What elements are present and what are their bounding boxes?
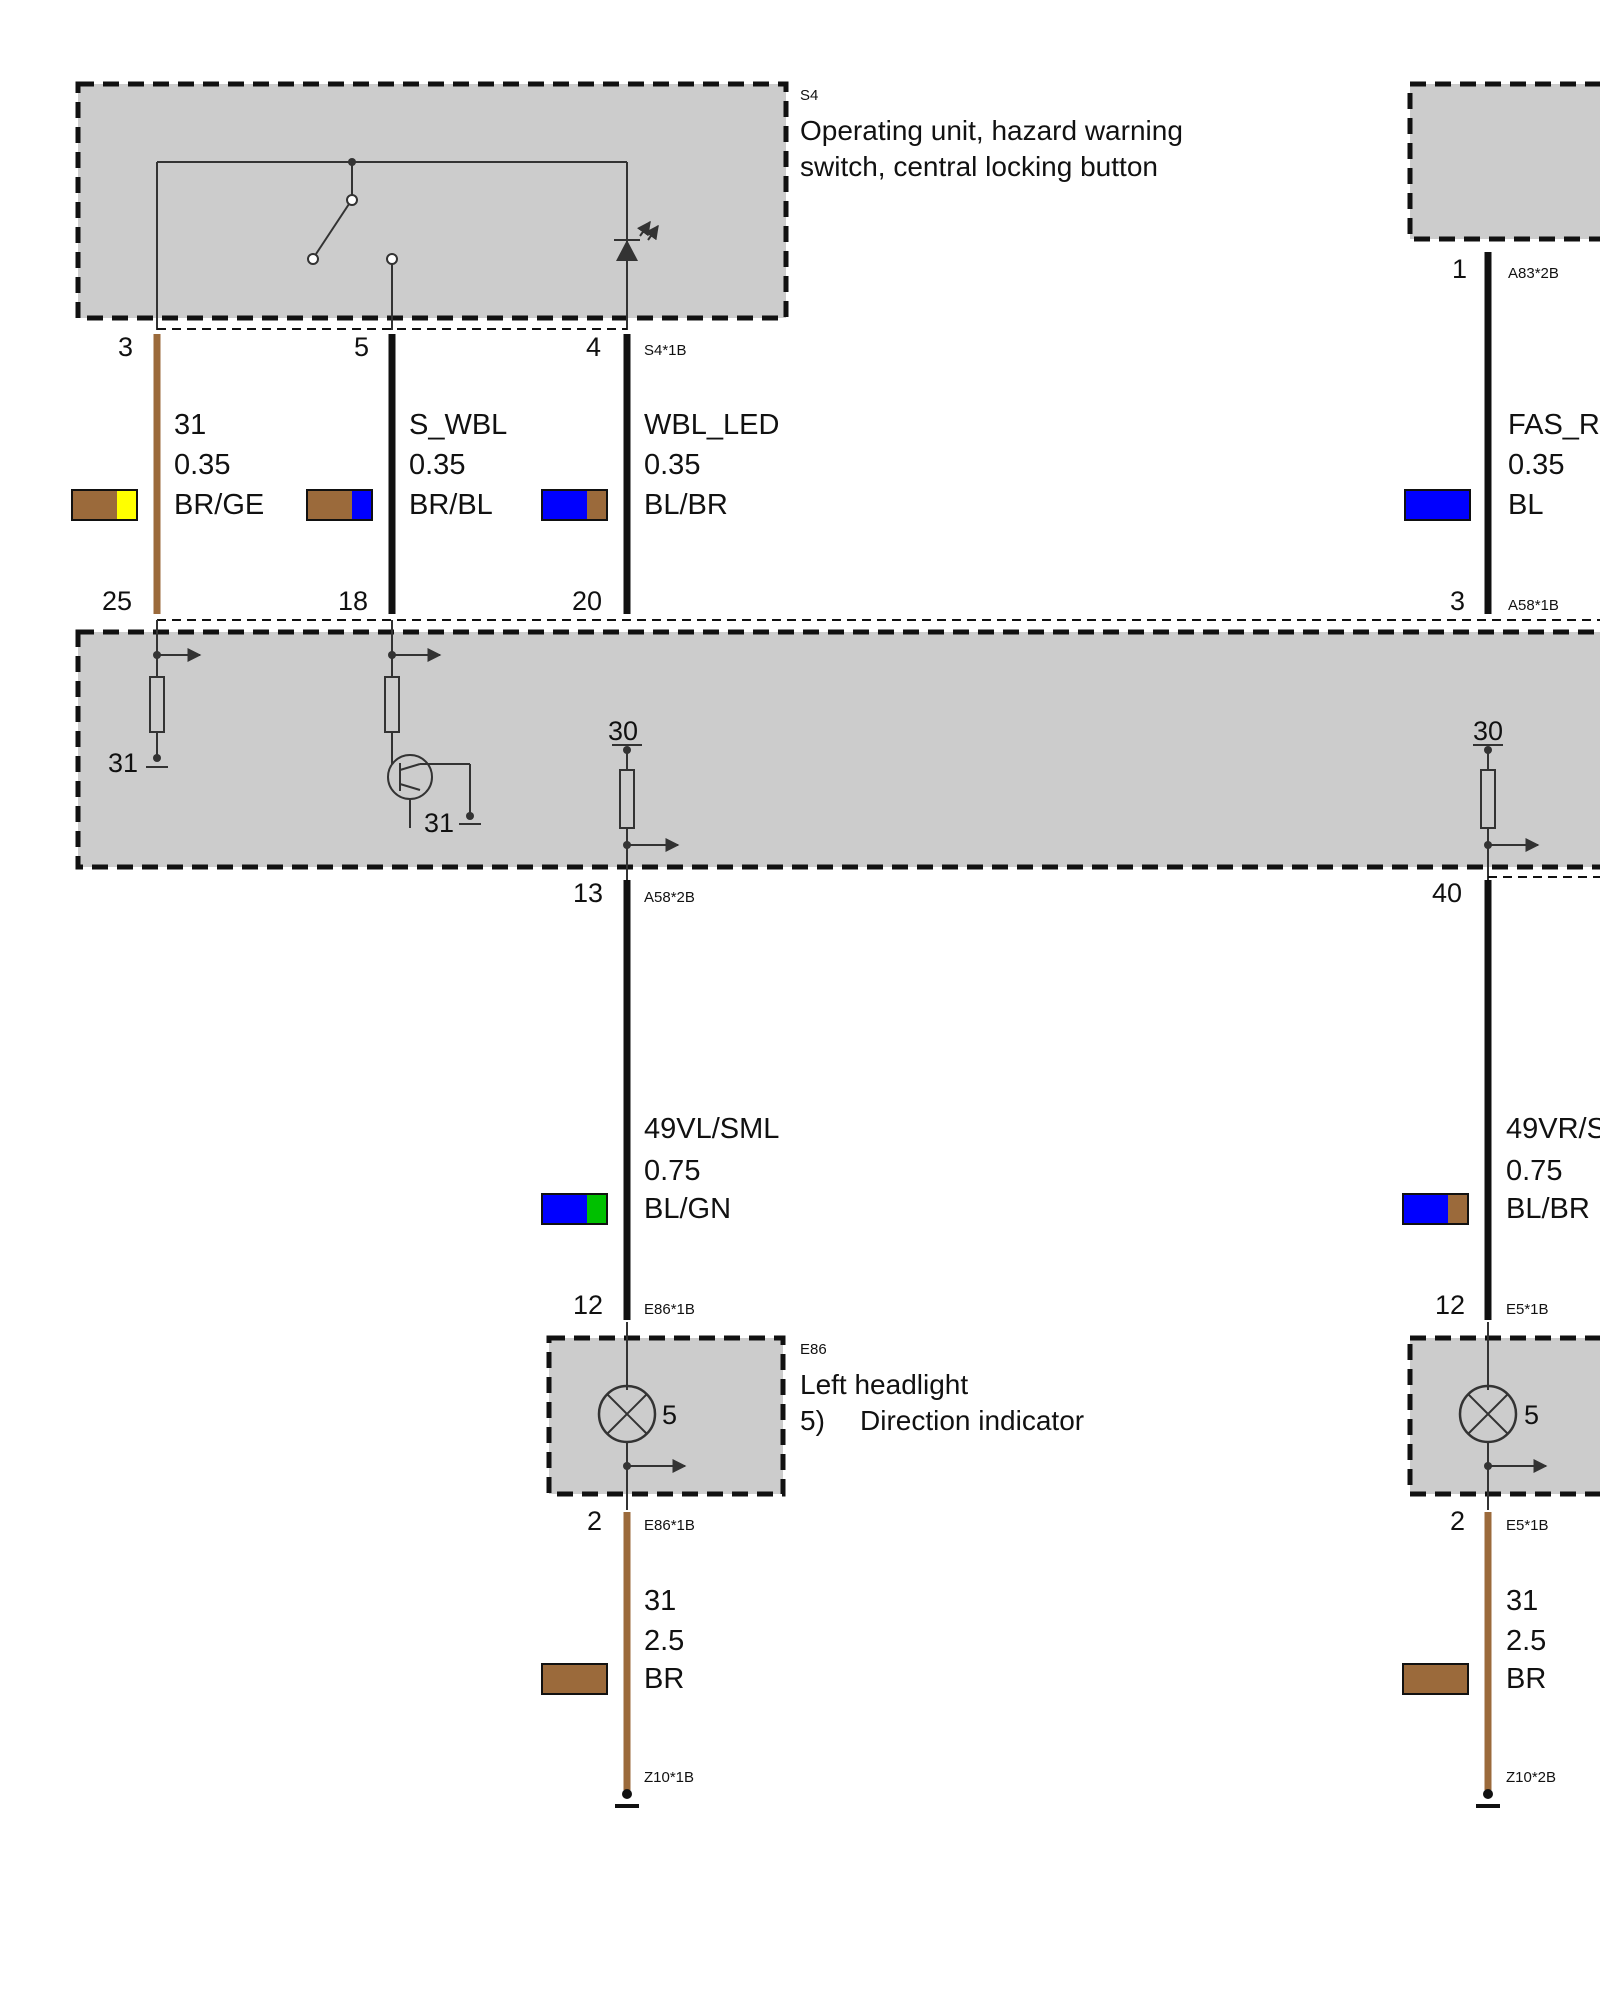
e5-bottom-pin: 2 bbox=[1450, 1506, 1465, 1536]
color-swatch-br bbox=[541, 1663, 608, 1695]
ground-icon bbox=[615, 1789, 639, 1808]
wire-color-code: BR/GE bbox=[174, 489, 264, 521]
e5-lamp-number: 5 bbox=[1524, 1400, 1539, 1430]
wire-name: 49VL/SML bbox=[644, 1113, 779, 1145]
a83-connector-label: A83*2B bbox=[1508, 265, 1559, 282]
wire-size: 0.35 bbox=[1508, 449, 1564, 481]
wire-size: 2.5 bbox=[644, 1625, 684, 1657]
e86-bottom-connector-label: E86*1B bbox=[644, 1517, 695, 1534]
wire-31-br-left-ground: 31 2.5 BR Z10*1B bbox=[541, 1512, 694, 1808]
wire-color-code: BR bbox=[644, 1663, 684, 1695]
a58-ground-31-b: 31 bbox=[424, 808, 454, 838]
wire-name: 31 bbox=[644, 1585, 676, 1617]
a58-supply-30-right: 30 bbox=[1473, 716, 1503, 746]
a58-input-pin25-circuit: 31 bbox=[108, 620, 202, 778]
s4-box bbox=[75, 81, 789, 321]
wire-fas-r-bl: FAS_R 0.35 BL bbox=[1404, 252, 1600, 614]
wire-31-br-ge: 31 0.35 BR/GE bbox=[71, 334, 264, 614]
color-swatch-bl-br bbox=[541, 489, 608, 521]
a58-pin-3: 3 bbox=[1450, 586, 1465, 616]
a58-pin-25: 25 bbox=[102, 586, 132, 616]
e86-footnote-number: 5) bbox=[800, 1405, 825, 1436]
wire-49vl-sml-bl-gn: 49VL/SML 0.75 BL/GN bbox=[541, 880, 779, 1320]
a83-box bbox=[1407, 81, 1600, 242]
e86-bottom-pin: 2 bbox=[587, 1506, 602, 1536]
s4-pin-3: 3 bbox=[118, 332, 133, 362]
a58-module: 25 18 20 3 A58*1B 31 bbox=[75, 586, 1600, 908]
wire-name: 49VR/S bbox=[1506, 1113, 1600, 1145]
a58-input-pin18-circuit: 31 bbox=[384, 620, 481, 838]
a58-output-pin40-circuit: 30 bbox=[1473, 716, 1540, 880]
e86-lamp-number: 5 bbox=[662, 1400, 677, 1430]
led-icon bbox=[616, 240, 638, 261]
wire-color-code: BL bbox=[1508, 489, 1543, 521]
e86-top-connector-label: E86*1B bbox=[644, 1301, 695, 1318]
wire-49vr-s-bl-br: 49VR/S 0.75 BL/BR bbox=[1402, 880, 1600, 1320]
e5-box bbox=[1407, 1335, 1600, 1497]
a58-top-connector-label: A58*1B bbox=[1508, 597, 1559, 614]
wire-size: 2.5 bbox=[1506, 1625, 1546, 1657]
color-swatch-br-ge bbox=[71, 489, 138, 521]
e86-id: E86 bbox=[800, 1341, 827, 1358]
wire-name: WBL_LED bbox=[644, 409, 779, 441]
s4-internal-circuit bbox=[156, 158, 659, 330]
e86-footnote-text: Direction indicator bbox=[860, 1405, 1084, 1436]
e5-bottom-connector-label: E5*1B bbox=[1506, 1517, 1549, 1534]
a58-bottom-connector-label: A58*2B bbox=[644, 889, 695, 906]
s4-id: S4 bbox=[800, 87, 818, 104]
e5-top-pin: 12 bbox=[1435, 1290, 1465, 1320]
e5-top-connector-label: E5*1B bbox=[1506, 1301, 1549, 1318]
wire-size: 0.35 bbox=[409, 449, 465, 481]
ground-point-label: Z10*1B bbox=[644, 1769, 694, 1786]
color-swatch-br bbox=[1402, 1663, 1469, 1695]
s4-description-line1: Operating unit, hazard warning bbox=[800, 115, 1183, 146]
a58-box bbox=[75, 629, 1600, 870]
wire-color-code: BR/BL bbox=[409, 489, 493, 521]
a58-pin-40: 40 bbox=[1432, 878, 1462, 908]
s4-pin-4: 4 bbox=[586, 332, 601, 362]
s4-description-line2: switch, central locking button bbox=[800, 151, 1158, 182]
e86-top-pin: 12 bbox=[573, 1290, 603, 1320]
wire-color-code: BL/BR bbox=[1506, 1193, 1590, 1225]
wire-wbl-led-bl-br: WBL_LED 0.35 BL/BR bbox=[541, 334, 779, 614]
wire-color-code: BL/BR bbox=[644, 489, 728, 521]
a58-pin-13: 13 bbox=[573, 878, 603, 908]
color-swatch-bl-br-right bbox=[1402, 1193, 1469, 1225]
a58-output-pin13-circuit: 30 bbox=[608, 716, 680, 880]
e86-box bbox=[546, 1335, 786, 1497]
ground-icon bbox=[1476, 1789, 1500, 1808]
a83-module: 1 A83*2B bbox=[1407, 81, 1600, 284]
e86-left-headlight: 12 E86*1B 5 E86 Left headlight 5) Direct… bbox=[546, 1290, 1084, 1536]
e86-description: Left headlight bbox=[800, 1369, 968, 1400]
ground-point-label: Z10*2B bbox=[1506, 1769, 1556, 1786]
wire-size: 0.75 bbox=[1506, 1155, 1562, 1187]
wire-name: 31 bbox=[174, 409, 206, 441]
a58-pin-18: 18 bbox=[338, 586, 368, 616]
wire-name: FAS_R bbox=[1508, 409, 1600, 441]
a83-pin-1: 1 bbox=[1452, 254, 1467, 284]
wire-size: 0.35 bbox=[644, 449, 700, 481]
color-swatch-bl-gn bbox=[541, 1193, 608, 1225]
color-swatch-bl bbox=[1404, 489, 1471, 521]
wire-size: 0.35 bbox=[174, 449, 230, 481]
wire-size: 0.75 bbox=[644, 1155, 700, 1187]
color-swatch-br-bl bbox=[306, 489, 373, 521]
wire-color-code: BR bbox=[1506, 1663, 1546, 1695]
a58-pin-20: 20 bbox=[572, 586, 602, 616]
a58-supply-30-left: 30 bbox=[608, 716, 638, 746]
wire-s-wbl-br-bl: S_WBL 0.35 BR/BL bbox=[306, 334, 507, 614]
wire-31-br-right-ground: 31 2.5 BR Z10*2B bbox=[1402, 1512, 1556, 1808]
wire-color-code: BL/GN bbox=[644, 1193, 731, 1225]
wire-name: 31 bbox=[1506, 1585, 1538, 1617]
e5-right-headlight: 12 E5*1B 5 2 E5*1B bbox=[1407, 1290, 1600, 1536]
wire-name: S_WBL bbox=[409, 409, 507, 441]
s4-connector-label: S4*1B bbox=[644, 342, 687, 359]
s4-pin-5: 5 bbox=[354, 332, 369, 362]
s4-operating-unit: S4 Operating unit, hazard warning switch… bbox=[75, 81, 1183, 362]
a58-ground-31-a: 31 bbox=[108, 748, 138, 778]
